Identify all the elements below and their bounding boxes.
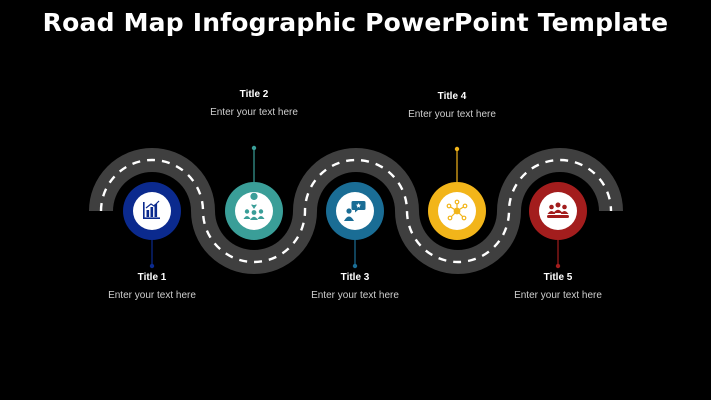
milestone-2-text: Enter your text here [210, 107, 298, 118]
milestone-1 [123, 182, 181, 240]
connector-3 [352, 240, 358, 269]
presenter-chat-icon [344, 201, 366, 221]
milestone-3-text: Enter your text here [311, 290, 399, 301]
milestone-5 [529, 182, 587, 240]
milestone-2 [225, 182, 283, 240]
milestone-3-title: Title 3 [340, 272, 370, 283]
milestone-1-text: Enter your text here [108, 290, 196, 301]
bar-chart-icon [143, 200, 160, 219]
milestone-3 [326, 182, 384, 240]
milestone-5-title: Title 5 [543, 272, 573, 283]
connector-1 [149, 240, 155, 269]
page-title: Road Map Infographic PowerPoint Template [42, 8, 669, 37]
road-lane-markings [99, 158, 613, 264]
meeting-group-icon [547, 202, 569, 218]
connector-2 [251, 145, 257, 182]
team-location-icon [243, 192, 265, 220]
connector-5 [555, 240, 561, 269]
milestone-4 [428, 182, 486, 240]
milestone-4-title: Title 4 [437, 91, 467, 102]
milestone-1-title: Title 1 [137, 272, 167, 283]
milestone-4-text: Enter your text here [408, 109, 496, 120]
milestone-5-text: Enter your text here [514, 290, 602, 301]
network-hub-icon [446, 199, 468, 221]
connector-4 [454, 146, 460, 182]
milestone-2-title: Title 2 [239, 89, 269, 100]
